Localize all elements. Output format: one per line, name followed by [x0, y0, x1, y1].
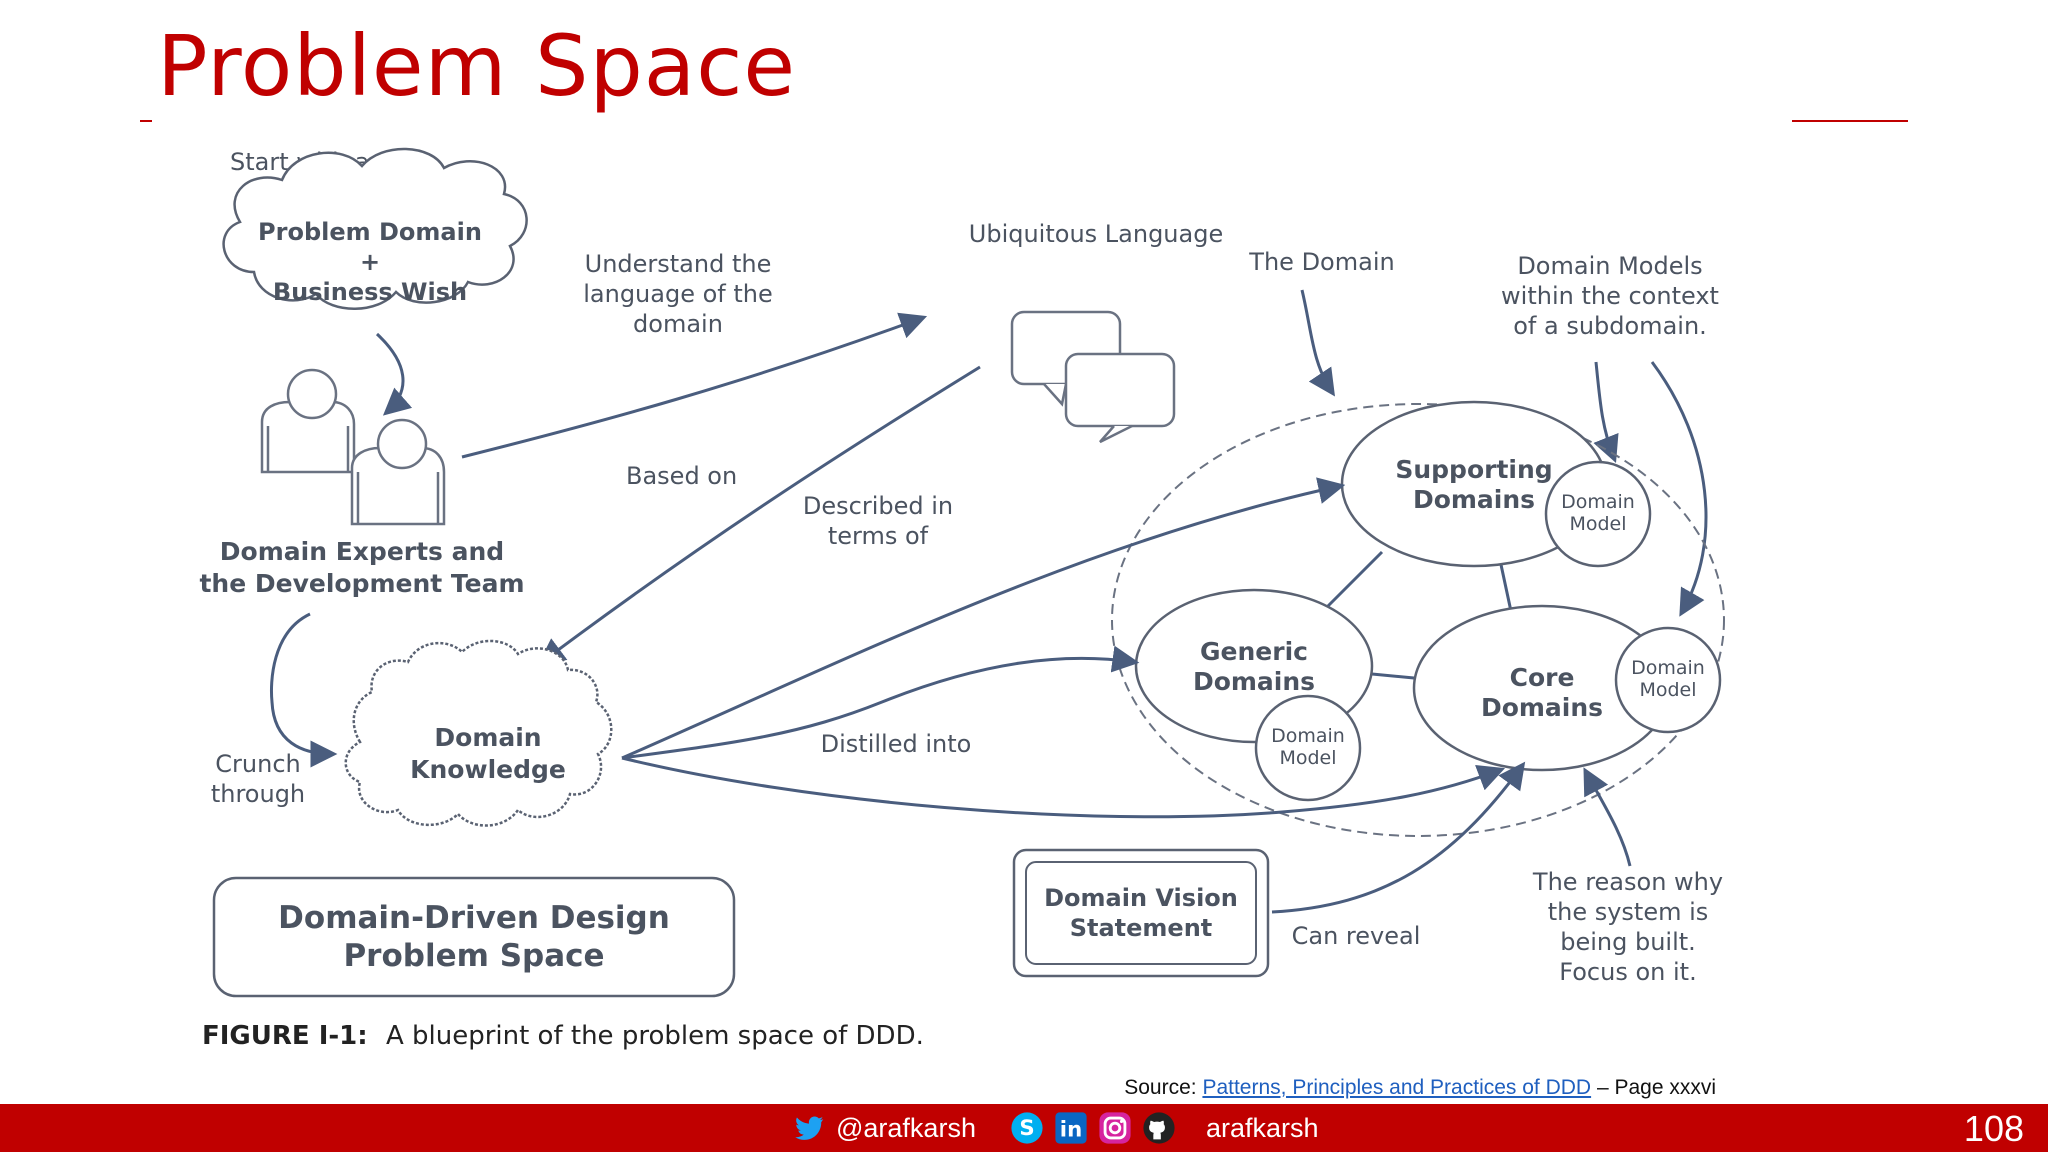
- experts-line2: the Development Team: [199, 569, 524, 598]
- language-to-knowledge-arrow: [537, 365, 981, 666]
- described-line1: Described in: [803, 492, 953, 520]
- models-note-line2: within the context: [1501, 282, 1719, 310]
- understand-line3: domain: [633, 310, 723, 338]
- generic-domain-model: [1254, 694, 1362, 802]
- generic-line1: Generic: [1200, 637, 1308, 666]
- models-note-line3: of a subdomain.: [1513, 312, 1707, 340]
- understand-line2: language of the: [583, 280, 773, 308]
- instagram-icon[interactable]: [1098, 1111, 1132, 1145]
- vision-line1: Domain Vision: [1044, 884, 1238, 912]
- reason-line2: the system is: [1548, 898, 1709, 926]
- generic-model-line1: Domain: [1271, 725, 1345, 747]
- ubiquitous-label: Ubiquitous Language: [969, 220, 1223, 248]
- source-suffix: – Page xxxvi: [1596, 1076, 1716, 1099]
- core-line1: Core: [1510, 663, 1575, 692]
- understand-line1: Understand the: [585, 250, 772, 278]
- supporting-domain-model: [1544, 460, 1652, 568]
- subdomain-links: [1324, 550, 1514, 680]
- supporting-model-line2: Model: [1569, 513, 1626, 535]
- based-on-label: Based on: [626, 462, 737, 490]
- footer-bar: @arafkarsh S in arafkarsh 108: [0, 1104, 2048, 1152]
- cloud-line2: +: [360, 248, 380, 276]
- core-line2: Domains: [1481, 693, 1603, 722]
- reason-line4: Focus on it.: [1559, 958, 1696, 986]
- ddd-problem-space-box: [212, 876, 736, 998]
- footer-handle-github: arafkarsh: [1205, 1112, 1319, 1143]
- can-reveal-label: Can reveal: [1292, 922, 1421, 950]
- generic-line2: Domains: [1193, 667, 1315, 696]
- crunch-arrow: [269, 612, 338, 768]
- the-domain-label: The Domain: [1248, 248, 1394, 276]
- knowledge-line2: Knowledge: [410, 755, 566, 784]
- core-model-line1: Domain: [1631, 657, 1705, 679]
- figure-caption-prefix: FIGURE I-1:: [202, 1021, 368, 1051]
- svg-text:in: in: [1060, 1118, 1082, 1143]
- footer-handle-twitter: @arafkarsh: [836, 1112, 976, 1143]
- cloud-line1: Problem Domain: [258, 218, 482, 246]
- cloud-to-people-arrow: [375, 332, 413, 416]
- vision-line2: Statement: [1070, 914, 1213, 942]
- distilled-to-supporting-arrow: [621, 477, 1346, 760]
- figure-caption: FIGURE I-1: A blueprint of the problem s…: [202, 1021, 924, 1051]
- twitter-icon[interactable]: [792, 1111, 826, 1145]
- linkedin-icon[interactable]: in: [1054, 1111, 1088, 1145]
- source-prefix: Source:: [1124, 1076, 1197, 1099]
- core-domain-model: [1614, 626, 1722, 734]
- page-number: 108: [1963, 1108, 2024, 1149]
- crunch-line1: Crunch: [215, 750, 300, 778]
- distilled-label: Distilled into: [821, 730, 972, 758]
- social-links: @arafkarsh S in arafkarsh: [792, 1110, 1319, 1146]
- people-icon: [260, 368, 446, 526]
- domain-boundary: [1111, 403, 1725, 837]
- vision-to-core-arrow: [1271, 761, 1526, 914]
- slide-title: Problem Space: [157, 17, 797, 115]
- experts-line1: Domain Experts and: [220, 537, 504, 566]
- reason-arrow: [1583, 767, 1632, 867]
- distilled-to-generic-arrow: [621, 645, 1140, 760]
- cloud-line3: Business Wish: [273, 278, 467, 306]
- problem-domain-cloud: [222, 147, 528, 310]
- title-rule-left: [140, 120, 152, 122]
- title-rule-right: [1792, 120, 1908, 122]
- source-citation: Source: Patterns, Principles and Practic…: [1124, 1076, 1716, 1100]
- models-note-arrow-supporting: [1593, 361, 1619, 464]
- domain-knowledge-cloud: [344, 639, 613, 827]
- ddd-box-line1: Domain-Driven Design: [278, 900, 670, 936]
- supporting-line2: Domains: [1413, 485, 1535, 514]
- models-note-arrow-core: [1650, 361, 1708, 617]
- reason-line3: being built.: [1560, 928, 1696, 956]
- crunch-line2: through: [211, 780, 305, 808]
- knowledge-line1: Domain: [434, 723, 541, 752]
- reason-line1: The reason why: [1532, 868, 1723, 896]
- the-domain-arrow: [1300, 289, 1335, 397]
- ddd-box-line2: Problem Space: [343, 938, 604, 974]
- figure-caption-text: A blueprint of the problem space of DDD.: [386, 1021, 924, 1051]
- github-icon[interactable]: [1142, 1111, 1176, 1145]
- distilled-to-core-arrow: [621, 756, 1506, 819]
- svg-text:S: S: [1019, 1116, 1034, 1141]
- generic-model-line2: Model: [1279, 747, 1336, 769]
- supporting-line1: Supporting: [1395, 455, 1552, 484]
- core-model-line2: Model: [1639, 679, 1696, 701]
- speech-bubbles-icon: [1010, 310, 1176, 444]
- vision-statement-inner: [1025, 861, 1257, 965]
- described-line2: terms of: [828, 522, 929, 550]
- skype-icon[interactable]: S: [1010, 1111, 1044, 1145]
- source-link[interactable]: Patterns, Principles and Practices of DD…: [1202, 1076, 1592, 1099]
- supporting-model-line1: Domain: [1561, 491, 1635, 513]
- ddd-problem-space-diagram: Start with a... Problem Domain + Busines…: [199, 147, 1725, 1051]
- models-note-line1: Domain Models: [1517, 252, 1702, 280]
- people-to-language-arrow: [461, 312, 928, 459]
